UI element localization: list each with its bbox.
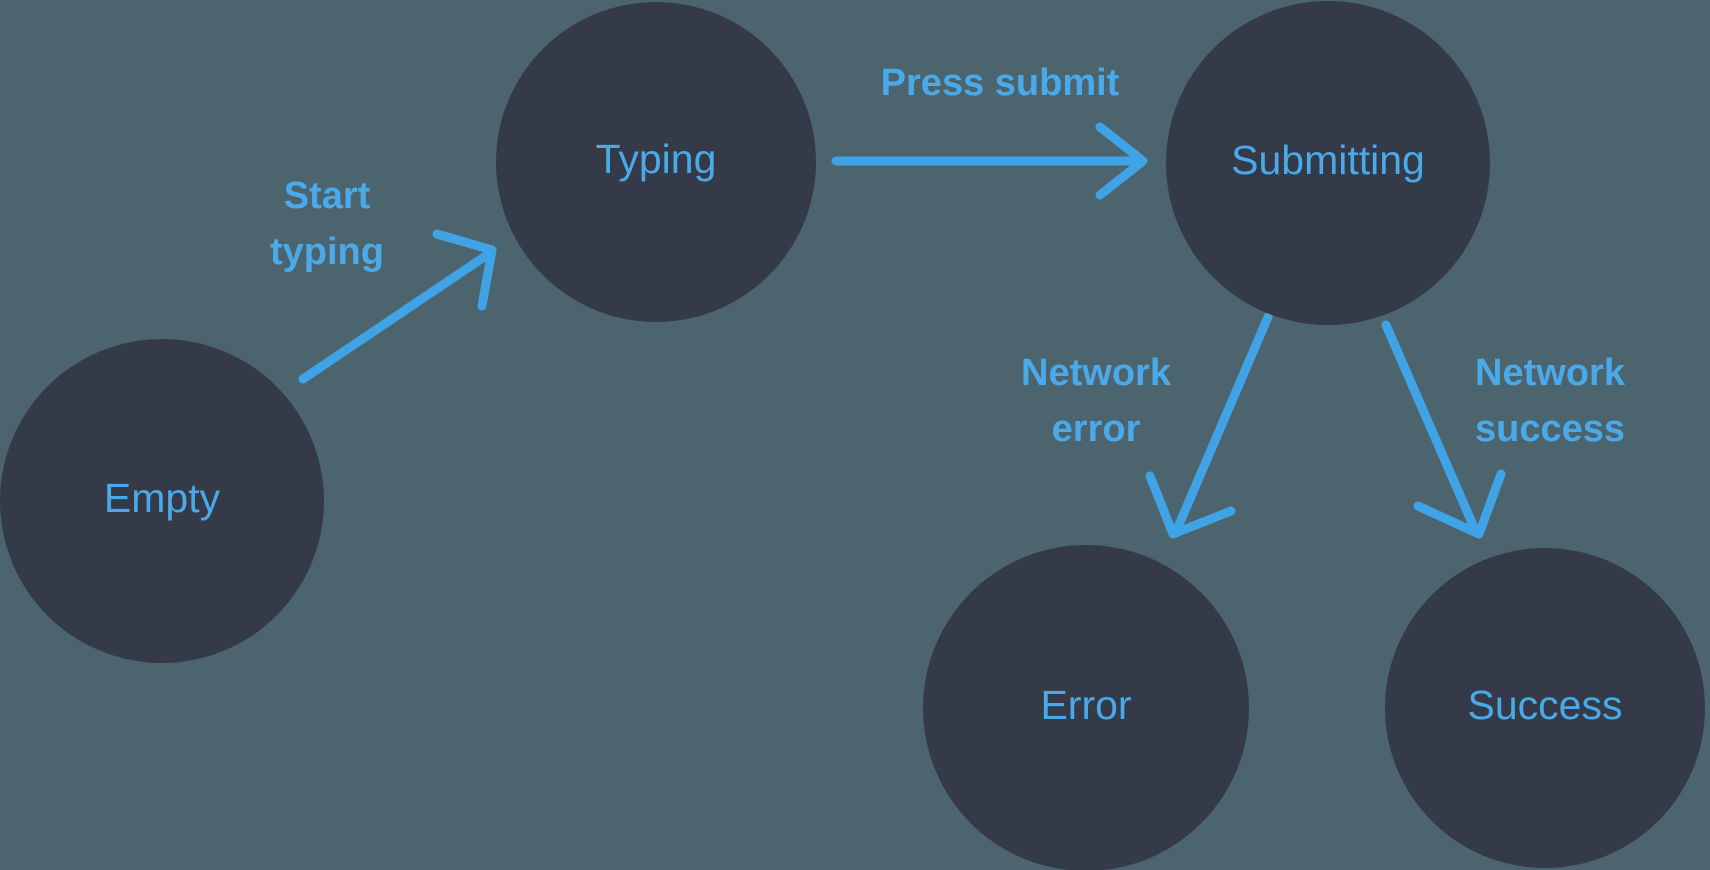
state-node-submitting[interactable]: Submitting [1166, 1, 1490, 325]
state-label-typing: Typing [596, 136, 717, 182]
state-node-success[interactable]: Success [1385, 548, 1705, 868]
state-circle-success [1385, 548, 1705, 868]
transition-network-success-arrowhead [1413, 469, 1506, 539]
transition-label-network-success-line1: Network [1475, 352, 1626, 394]
transition-network-error-line [1173, 312, 1273, 532]
state-circle-empty [0, 339, 324, 663]
transition-network-error-arrowhead [1145, 471, 1236, 539]
transition-network-success-line [1381, 320, 1478, 530]
state-circle-typing [496, 2, 816, 322]
state-label-success: Success [1468, 682, 1623, 728]
transition-label-press-submit-line1: Press submit [881, 62, 1120, 104]
state-node-typing[interactable]: Typing [496, 2, 816, 322]
transition-label-network-success-line2: success [1475, 408, 1625, 450]
transition-label-press-submit: Press submit [881, 62, 1120, 104]
transition-press-submit-arrowhead [1095, 122, 1148, 200]
state-node-empty[interactable]: Empty [0, 339, 324, 663]
transition-network-success[interactable] [1381, 320, 1506, 539]
state-label-empty: Empty [104, 475, 221, 521]
state-circle-error [923, 545, 1249, 870]
state-circle-submitting [1166, 1, 1490, 325]
transition-label-network-error-line1: Network [1021, 352, 1172, 394]
transition-label-start-typing-line2: typing [270, 231, 384, 273]
state-node-error[interactable]: Error [923, 545, 1249, 870]
state-label-submitting: Submitting [1231, 137, 1425, 183]
state-label-error: Error [1040, 682, 1131, 728]
transition-press-submit[interactable] [831, 122, 1148, 200]
transition-label-network-success: Network success [1475, 352, 1626, 450]
transition-label-start-typing-line1: Start [284, 175, 371, 217]
transition-network-error[interactable] [1145, 312, 1273, 539]
transition-start-typing-arrowhead [432, 229, 497, 311]
transition-label-start-typing: Start typing [270, 175, 384, 273]
transition-start-typing[interactable] [298, 229, 497, 384]
transition-label-network-error: Network error [1021, 352, 1172, 450]
transition-start-typing-line [298, 250, 492, 384]
transition-label-network-error-line2: error [1052, 408, 1141, 450]
